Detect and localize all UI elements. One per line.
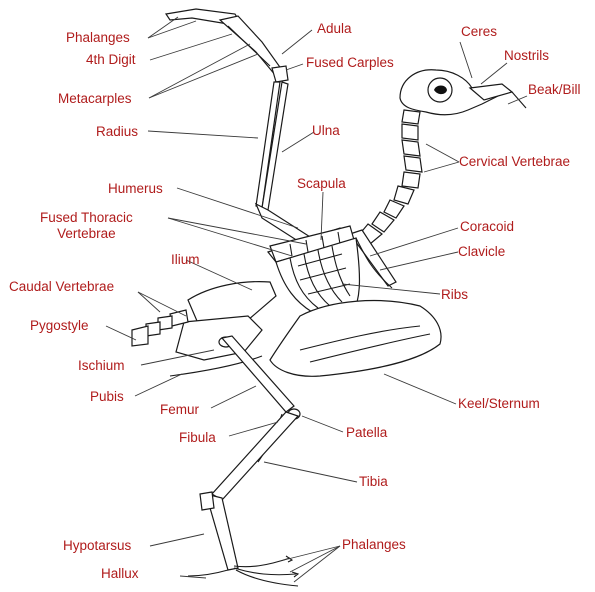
label-patella: Patella <box>346 425 387 441</box>
label-pygostyle: Pygostyle <box>30 318 89 334</box>
cervical-vertebrae <box>358 110 422 244</box>
wing-fused-carpals <box>272 66 288 82</box>
label-keel-sternum: Keel/Sternum <box>458 396 540 412</box>
wing-metacarpals <box>220 16 282 76</box>
pygostyle-bone <box>132 326 148 346</box>
label-coracoid: Coracoid <box>460 219 514 235</box>
label-ischium: Ischium <box>78 358 125 374</box>
label-adula: Adula <box>317 21 352 37</box>
label-beak-bill: Beak/Bill <box>528 82 581 98</box>
label-ceres: Ceres <box>461 24 497 40</box>
label-ulna: Ulna <box>312 123 340 139</box>
keel-sternum <box>270 301 441 377</box>
label-hypotarsus: Hypotarsus <box>63 538 131 554</box>
label-hallux: Hallux <box>101 566 139 582</box>
label-ilium: Ilium <box>171 252 200 268</box>
label-cervical-vertebrae: Cervical Vertebrae <box>459 154 570 170</box>
tibia-bone <box>212 412 298 500</box>
label-femur: Femur <box>160 402 199 418</box>
label-ribs: Ribs <box>441 287 468 303</box>
label-phalanges-foot: Phalanges <box>342 537 406 553</box>
label-humerus: Humerus <box>108 181 163 197</box>
label-phalanges-wing: Phalanges <box>66 30 130 46</box>
label-fused-thoracic-vertebrae: Fused Thoracic Vertebrae <box>40 210 133 242</box>
label-fused-carples: Fused Carples <box>306 55 394 71</box>
label-caudal-vertebrae: Caudal Vertebrae <box>9 279 114 295</box>
label-radius: Radius <box>96 124 138 140</box>
foot-phalanges <box>234 556 298 586</box>
label-metacarples: Metacarples <box>58 91 132 107</box>
label-fibula: Fibula <box>179 430 216 446</box>
hallux-bone <box>188 570 228 576</box>
ischium-bone <box>176 316 262 360</box>
label-clavicle: Clavicle <box>458 244 505 260</box>
label-fourth-digit: 4th Digit <box>86 52 136 68</box>
label-pubis: Pubis <box>90 389 124 405</box>
label-scapula: Scapula <box>297 176 346 192</box>
label-nostrils: Nostrils <box>504 48 549 64</box>
label-tibia: Tibia <box>359 474 388 490</box>
hypotarsus-bone <box>200 492 214 510</box>
